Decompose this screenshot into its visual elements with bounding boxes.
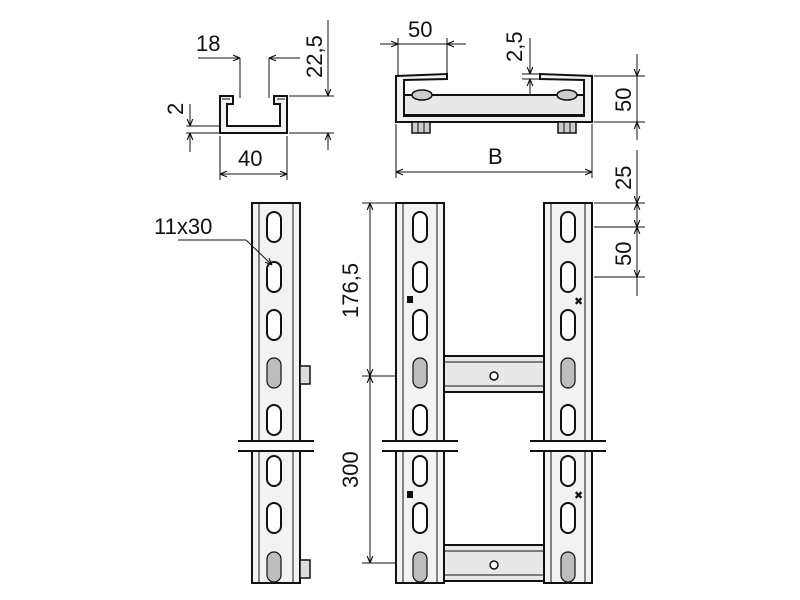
label-rung-gap: 2,5 bbox=[502, 31, 527, 62]
svg-text:✖: ✖ bbox=[574, 296, 583, 308]
dim-spacing-right: 25 50 bbox=[594, 150, 645, 296]
dim-profile-width-top: 18 bbox=[196, 31, 300, 98]
dim-rung-height: 50 bbox=[594, 54, 645, 140]
rung-section bbox=[395, 72, 593, 134]
label-profile-width-bottom: 40 bbox=[238, 146, 262, 171]
label-spacing-lower: 300 bbox=[338, 451, 363, 488]
dim-spacing-vertical: 176,5 300 bbox=[338, 202, 396, 564]
side-rail-left bbox=[238, 202, 314, 584]
label-profile-width-top: 18 bbox=[196, 31, 220, 56]
label-rung-height: 50 bbox=[611, 88, 636, 112]
svg-text:✖: ✖ bbox=[574, 490, 583, 502]
dim-wall-thickness: 2 bbox=[163, 103, 220, 152]
label-spacing-side: 50 bbox=[611, 242, 636, 266]
dim-rung-gap: 2,5 bbox=[502, 31, 540, 96]
dim-profile-height: 22,5 bbox=[289, 20, 334, 150]
label-wall-thickness: 2 bbox=[163, 103, 188, 115]
dim-rung-width: 50 bbox=[380, 17, 466, 76]
label-profile-height: 22,5 bbox=[302, 35, 327, 78]
callout-slot-size: 11x30 bbox=[154, 214, 272, 265]
label-rung-width: 50 bbox=[408, 17, 432, 42]
dim-ladder-width: B bbox=[395, 124, 593, 178]
c-profile-section bbox=[219, 95, 288, 134]
dim-profile-width-bottom: 40 bbox=[219, 136, 288, 180]
label-ladder-width: B bbox=[488, 144, 503, 169]
ladder-front: ✖ ✖ bbox=[382, 202, 606, 584]
label-slot-size: 11x30 bbox=[154, 214, 212, 239]
label-spacing-small: 25 bbox=[611, 166, 636, 190]
label-spacing-upper: 176,5 bbox=[338, 263, 363, 318]
